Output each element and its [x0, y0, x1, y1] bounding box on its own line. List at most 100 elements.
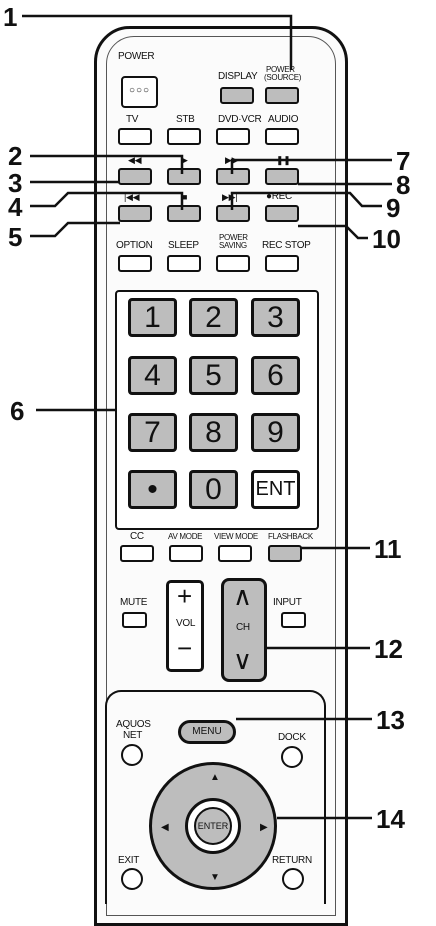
label-dock: DOCK [278, 732, 306, 743]
label-option: OPTION [116, 240, 153, 251]
callout-14: 14 [376, 804, 405, 834]
power-dots-icon: ○○○ [128, 85, 151, 96]
cc-button[interactable] [120, 545, 154, 562]
label-rec: ●REC [266, 191, 292, 202]
key-8[interactable]: 8 [189, 413, 238, 452]
exit-button[interactable] [121, 868, 143, 890]
ch-rocker[interactable]: ∧ CH ∨ [221, 578, 267, 682]
label-power-source-1: POWER [266, 65, 295, 74]
label-aquos-net: NET [123, 730, 143, 741]
key-0[interactable]: 0 [189, 470, 238, 509]
tv-button[interactable] [118, 128, 152, 145]
pause-button[interactable] [265, 168, 299, 185]
up-arrow-icon: ▲ [210, 772, 220, 783]
power-source-button[interactable] [265, 87, 299, 104]
callout-8: 8 [396, 170, 411, 200]
callout-3: 3 [8, 168, 23, 198]
callout-lines [22, 14, 392, 820]
leader-5 [30, 221, 120, 238]
vol-minus-icon: − [177, 633, 192, 663]
dock-button[interactable] [281, 746, 303, 768]
label-stb: STB [176, 114, 195, 125]
av-mode-button[interactable] [169, 545, 203, 562]
key-2[interactable]: 2 [189, 298, 238, 337]
callout-7: 7 [396, 146, 411, 176]
callout-9: 9 [386, 193, 401, 223]
label-display: DISPLAY [218, 71, 258, 82]
label-power-saving-1: POWER [219, 233, 248, 242]
display-button[interactable] [220, 87, 254, 104]
label-power: POWER [118, 51, 155, 62]
sleep-button[interactable] [167, 255, 201, 272]
enter-button[interactable]: ENTER [194, 807, 232, 845]
key-3[interactable]: 3 [251, 298, 300, 337]
callout-12: 12 [374, 634, 403, 664]
callout-1: 1 [3, 2, 18, 32]
label-power-saving-2: SAVING [219, 241, 247, 250]
aquos-net-button[interactable] [121, 744, 143, 766]
skip-back-icon: |◀◀ [124, 192, 140, 202]
label-rec-stop: REC STOP [262, 240, 311, 251]
dpad[interactable]: ▲ ▼ ◀ ▶ ENTER [149, 762, 277, 890]
stop-icon: ■ [182, 192, 188, 202]
ch-down-icon: ∨ [233, 645, 252, 675]
rewind-button[interactable] [118, 168, 152, 185]
callout-4: 4 [8, 192, 23, 222]
callout-11: 11 [374, 534, 402, 564]
label-view-mode: VIEW MODE [214, 532, 258, 541]
label-tv: TV [126, 114, 139, 125]
return-button[interactable] [282, 868, 304, 890]
label-flashback: FLASHBACK [268, 532, 313, 541]
label-av-mode: AV MODE [168, 532, 203, 541]
flashback-button[interactable] [268, 545, 302, 562]
rec-button[interactable] [265, 205, 299, 222]
play-button[interactable] [167, 168, 201, 185]
key-7[interactable]: 7 [128, 413, 177, 452]
key-5[interactable]: 5 [189, 356, 238, 395]
power-saving-button[interactable] [216, 255, 250, 272]
label-sleep: SLEEP [168, 240, 199, 251]
input-button[interactable] [281, 612, 306, 628]
vol-plus-icon: + [177, 581, 192, 611]
play-icon: ▶ [181, 155, 188, 165]
callout-6: 6 [10, 396, 25, 426]
leader-2 [30, 154, 184, 174]
key-4[interactable]: 4 [128, 356, 177, 395]
label-exit: EXIT [118, 855, 140, 866]
key-dot[interactable]: • [128, 470, 177, 509]
label-vol: VOL [176, 618, 196, 629]
vol-rocker[interactable]: + VOL − [166, 580, 204, 672]
left-arrow-icon: ◀ [161, 822, 169, 833]
rewind-icon: ◀◀ [128, 155, 142, 165]
option-button[interactable] [118, 255, 152, 272]
callout-13: 13 [376, 705, 405, 735]
ch-up-icon: ∧ [233, 581, 252, 611]
callout-5: 5 [8, 222, 23, 252]
leader-10 [298, 224, 368, 240]
label-input: INPUT [273, 597, 302, 608]
stop-button[interactable] [167, 205, 201, 222]
audio-button[interactable] [265, 128, 299, 145]
ent-button[interactable]: ENT [251, 470, 300, 509]
rec-stop-button[interactable] [265, 255, 299, 272]
right-arrow-icon: ▶ [260, 822, 268, 833]
stb-button[interactable] [167, 128, 201, 145]
leader-9 [230, 191, 382, 210]
menu-button[interactable]: MENU [178, 720, 236, 744]
label-mute: MUTE [120, 597, 148, 608]
power-button[interactable]: ○○○ [121, 76, 158, 108]
skip-forward-icon: ▶▶| [222, 192, 238, 202]
key-9[interactable]: 9 [251, 413, 300, 452]
view-mode-button[interactable] [218, 545, 252, 562]
callout-2: 2 [8, 141, 23, 171]
label-return: RETURN [272, 855, 312, 866]
mute-button[interactable] [122, 612, 147, 628]
label-audio: AUDIO [268, 114, 299, 125]
key-1[interactable]: 1 [128, 298, 177, 337]
dvd-vcr-button[interactable] [216, 128, 250, 145]
leader-1 [22, 14, 293, 70]
key-6[interactable]: 6 [251, 356, 300, 395]
skip-back-button[interactable] [118, 205, 152, 222]
label-power-source-2: (SOURCE) [264, 73, 302, 82]
down-arrow-icon: ▼ [210, 872, 220, 883]
